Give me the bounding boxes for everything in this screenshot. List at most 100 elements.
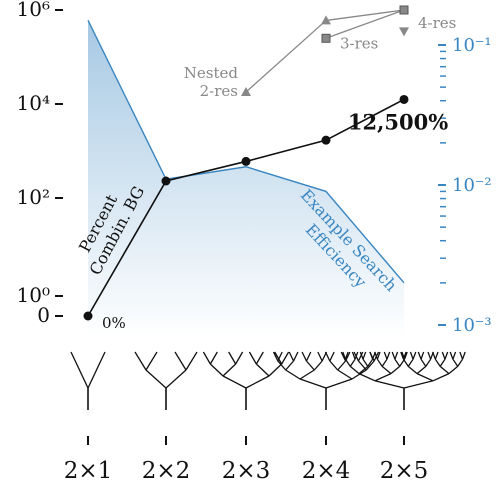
tree-branch	[407, 365, 418, 375]
left-tick-label: 10⁰	[17, 283, 50, 307]
percent-bg-point	[399, 94, 409, 104]
tree-branch	[255, 351, 264, 365]
tree-icons	[70, 351, 466, 410]
tree-branch	[305, 360, 315, 371]
right-tick-label: 10⁻²	[452, 175, 492, 196]
tree-branch	[134, 351, 147, 371]
tree-branch	[145, 369, 167, 389]
tree-branch	[381, 358, 388, 367]
tree-branch	[449, 351, 454, 360]
nested-line	[325, 9, 405, 39]
tree-branch	[145, 351, 158, 371]
tree-branch	[358, 373, 376, 382]
tree-branch	[416, 365, 427, 375]
tree-branch	[325, 378, 353, 389]
triangle-marker	[241, 87, 251, 97]
tree-branch	[354, 351, 359, 360]
percent-bg-point-label: 0%	[102, 314, 126, 332]
tree-branch	[358, 365, 369, 375]
nested-point-label: 4-res	[418, 14, 456, 32]
tree-branch	[357, 351, 364, 362]
tree-branch	[439, 358, 446, 367]
tree-branch	[292, 351, 299, 362]
tree-branch	[452, 358, 459, 367]
tree-branch	[461, 351, 466, 360]
tree-branch	[337, 369, 353, 380]
tree-branch	[299, 369, 315, 380]
tree-branch	[351, 351, 356, 360]
tree-branch	[87, 351, 106, 389]
tree-branch	[407, 358, 414, 367]
tree-branch	[394, 351, 399, 360]
tree-branch	[457, 358, 464, 367]
tree-branch	[452, 351, 457, 360]
tree-branch	[255, 363, 270, 377]
percent-bg-series: 0% 12,500%	[83, 94, 448, 332]
tree-branch	[374, 351, 378, 360]
triangle-marker	[321, 15, 331, 25]
tree-branch	[439, 365, 450, 375]
tree-branch	[222, 375, 247, 389]
percent-bg-point-label: 12,500%	[348, 109, 448, 134]
x-tick-label: 2×5	[380, 458, 429, 484]
tree-branch	[434, 351, 439, 360]
nested-line	[245, 19, 327, 93]
tree-branch	[459, 351, 464, 360]
right-tick-label: 10⁻³	[452, 315, 492, 336]
left-tick-label: 0	[37, 303, 50, 327]
tree-branch	[417, 351, 422, 360]
tree-branch	[381, 365, 392, 375]
tree-branch	[248, 351, 257, 365]
square-marker	[321, 33, 331, 43]
tree-branch	[441, 351, 446, 360]
percent-bg-point	[321, 135, 331, 145]
tree-branch	[362, 351, 367, 360]
nested-line	[325, 9, 405, 22]
percent-bg-point	[161, 176, 171, 186]
tree-branch	[402, 351, 407, 360]
tree-branch	[403, 380, 434, 389]
tree-branch	[329, 351, 335, 362]
tree-branch	[394, 358, 401, 367]
tree-branch	[305, 351, 312, 362]
tree-branch	[337, 360, 347, 371]
tree-branch	[362, 358, 369, 367]
tree-branch	[165, 369, 187, 389]
x-tick-label: 2×3	[222, 458, 271, 484]
left-tick-label: 10⁴	[17, 91, 50, 115]
tree-branch	[400, 351, 405, 360]
tree-branch	[390, 365, 401, 375]
tree-branch	[268, 363, 283, 377]
tree-branch	[277, 360, 287, 371]
tree-branch	[444, 351, 449, 360]
tree-branch	[324, 351, 331, 362]
tree-branch	[344, 358, 351, 367]
tree-branch	[420, 358, 427, 367]
percent-bg-point	[83, 311, 93, 321]
left-tick-label: 10²	[17, 185, 50, 209]
percent-bg-point	[241, 156, 251, 166]
tree-branch	[374, 373, 392, 382]
tree-branch	[340, 351, 347, 362]
tree-branch	[409, 351, 414, 360]
tree-branch	[434, 358, 441, 367]
efficiency-line	[87, 20, 405, 284]
tree-branch	[359, 351, 364, 360]
tree-branch	[403, 351, 408, 360]
tree-branch	[376, 358, 383, 367]
tree-branch	[448, 365, 459, 375]
tree-branch	[285, 360, 295, 371]
tree-branch	[344, 351, 349, 360]
tree-branch	[285, 369, 301, 380]
tree-branch	[174, 351, 187, 371]
right-tick-label: 10⁻¹	[452, 35, 492, 56]
tree-branch	[209, 351, 218, 365]
tree-branch	[432, 351, 436, 360]
tree-branch	[228, 351, 237, 365]
tree-branch	[386, 351, 391, 360]
nested-point-label: 2-res	[200, 82, 238, 100]
